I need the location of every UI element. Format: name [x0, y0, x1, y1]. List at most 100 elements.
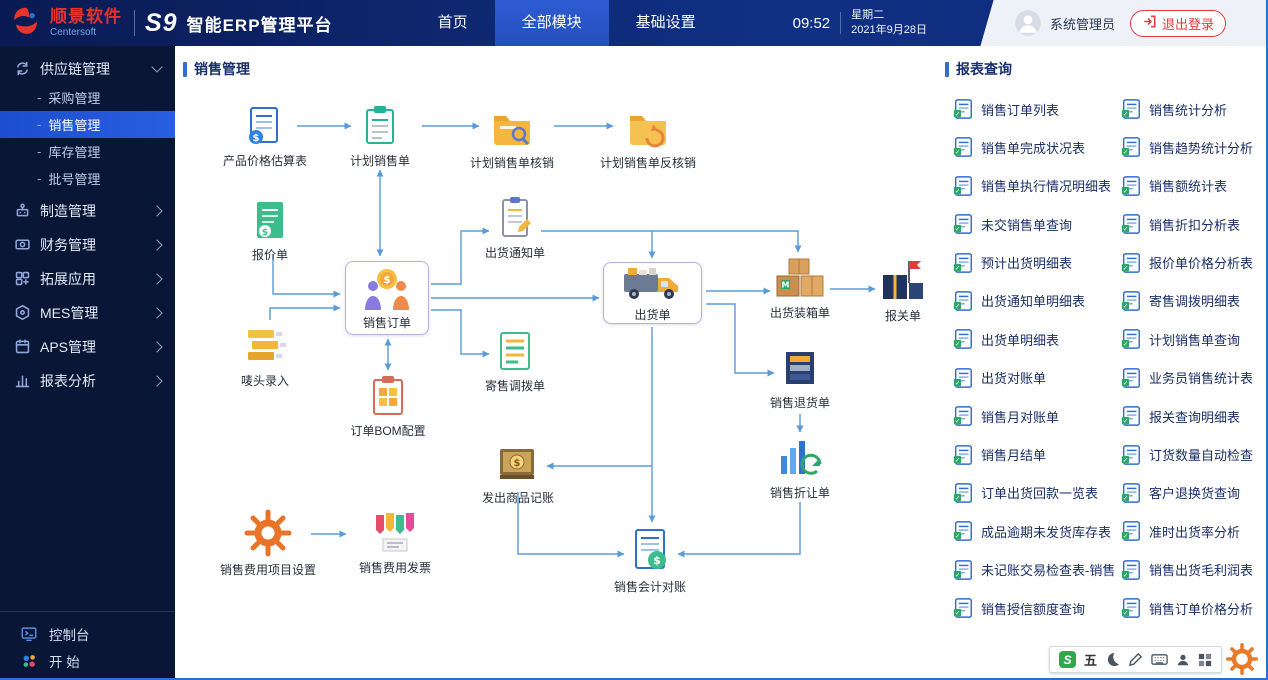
sidebar-group-supply-chain[interactable]: 供应链管理: [0, 53, 175, 84]
ime-pen-icon[interactable]: [1128, 652, 1143, 667]
report-doc-icon: ✓: [1120, 559, 1142, 581]
report-item[interactable]: ✓出货通知单明细表: [952, 290, 1120, 312]
flow-node-sales-allowance[interactable]: 销售折让单: [745, 436, 855, 501]
flow-node-sales-order[interactable]: $销售订单: [345, 261, 429, 335]
report-item[interactable]: ✓订货数量自动检查: [1120, 444, 1268, 466]
truck-icon: [621, 264, 685, 304]
ime-keyboard-icon[interactable]: [1151, 652, 1168, 667]
report-column-1: ✓销售订单列表 ✓销售单完成状况表 ✓销售单执行情况明细表 ✓未交销售单查询 ✓预计出货…: [952, 98, 1120, 635]
ime-user-icon[interactable]: [1176, 653, 1190, 667]
sidebar-group-aps[interactable]: APS管理: [0, 331, 175, 362]
flow-node-consignment-transfer[interactable]: 寄售调拨单: [460, 329, 570, 394]
sidebar-group-report-analysis[interactable]: 报表分析: [0, 365, 175, 396]
report-item[interactable]: ✓准时出货率分析: [1120, 520, 1268, 542]
footer-item-start[interactable]: 开 始: [0, 647, 175, 674]
report-item[interactable]: ✓报关查询明细表: [1120, 405, 1268, 427]
bom-config-icon: [366, 374, 410, 418]
sidebar-item-purchase[interactable]: 采购管理: [0, 84, 175, 111]
flow-node-shipment[interactable]: 出货单: [603, 262, 702, 324]
quote-icon: $: [248, 198, 292, 242]
brand: 顺景软件 Centersoft: [0, 5, 122, 42]
footer-item-console[interactable]: 控制台: [0, 620, 175, 647]
report-item[interactable]: ✓销售订单列表: [952, 98, 1120, 120]
clock: 09:52 星期二 2021年9月28日: [793, 8, 927, 39]
floating-settings-gear-icon[interactable]: [1226, 643, 1258, 675]
ship-notice-icon: [493, 196, 537, 240]
flow-arrow: [269, 304, 341, 320]
start-icon: [20, 652, 38, 670]
report-doc-icon: ✓: [952, 482, 974, 504]
flow-node-shipping-notice[interactable]: 出货通知单: [460, 196, 570, 261]
report-item[interactable]: ✓销售出货毛利润表: [1120, 559, 1268, 581]
flow-node-order-bom-config[interactable]: 订单BOM配置: [333, 374, 443, 439]
report-item[interactable]: ✓出货单明细表: [952, 328, 1120, 350]
sidebar-group-mes[interactable]: MES管理: [0, 297, 175, 328]
report-item[interactable]: ✓客户退换货查询: [1120, 482, 1268, 504]
reports-panel: 报表查询 ✓销售订单列表✓销售单完成状况表✓销售单执行情况明细表✓未交销售单查询…: [940, 46, 1268, 680]
svg-text:✓: ✓: [1123, 302, 1128, 310]
logout-button[interactable]: 退出登录: [1130, 9, 1227, 37]
sidebar-item-sales[interactable]: 销售管理: [0, 111, 175, 138]
ime-moon-icon[interactable]: [1105, 652, 1120, 667]
report-item[interactable]: ✓销售月对账单: [952, 405, 1120, 427]
sidebar-item-batch[interactable]: 批号管理: [0, 165, 175, 192]
report-item[interactable]: ✓计划销售单查询: [1120, 328, 1268, 350]
sidebar-group-manufacturing[interactable]: 制造管理: [0, 195, 175, 226]
flow-node-plan-sales-order[interactable]: 计划销售单: [325, 104, 435, 169]
report-column-2: ✓销售统计分析 ✓销售趋势统计分析 ✓销售额统计表 ✓销售折扣分析表 ✓报价单价格分析表…: [1120, 98, 1268, 635]
flow-node-plan-sales-unverify[interactable]: 计划销售单反核销: [593, 106, 703, 171]
flow-arrow: [677, 502, 801, 558]
report-item[interactable]: ✓订单出货回款一览表: [952, 482, 1120, 504]
report-item[interactable]: ✓销售统计分析: [1120, 98, 1268, 120]
flow-arrow: [431, 227, 490, 285]
flow-node-sales-expense-invoice[interactable]: 销售费用发票: [340, 511, 450, 576]
flow-node-quotation[interactable]: $报价单: [215, 198, 325, 263]
flow-node-goods-issued-ledger[interactable]: $发出商品记账: [463, 441, 573, 506]
report-item[interactable]: ✓销售单执行情况明细表: [952, 175, 1120, 197]
ime-sogou-logo[interactable]: S: [1058, 651, 1076, 668]
brand-divider: [134, 10, 135, 36]
supply-icon: [14, 60, 31, 77]
report-item[interactable]: ✓销售折扣分析表: [1120, 213, 1268, 235]
flow-node-shipping-mark-entry[interactable]: 唛头录入: [210, 324, 320, 389]
sidebar-group-extension[interactable]: 拓展应用: [0, 263, 175, 294]
report-item[interactable]: ✓销售额统计表: [1120, 175, 1268, 197]
flow-node-product-price-table[interactable]: $产品价格估算表: [210, 104, 320, 169]
report-item[interactable]: ✓销售授信额度查询: [952, 597, 1120, 619]
report-item[interactable]: ✓未记账交易检查表-销售: [952, 559, 1120, 581]
report-item[interactable]: ✓成品逾期未发货库存表: [952, 520, 1120, 542]
flow-node-sales-acct-reconcile[interactable]: $销售会计对账: [595, 526, 705, 595]
flow-node-customs-declaration[interactable]: 报关单: [848, 257, 958, 324]
report-item[interactable]: ✓销售趋势统计分析: [1120, 136, 1268, 158]
report-doc-icon: ✓: [952, 520, 974, 542]
report-item[interactable]: ✓出货对账单: [952, 367, 1120, 389]
report-item[interactable]: ✓寄售调拨明细表: [1120, 290, 1268, 312]
report-item[interactable]: ✓销售月结单: [952, 444, 1120, 466]
nav-item-basic-settings[interactable]: 基础设置: [635, 14, 696, 31]
svg-text:✓: ✓: [955, 263, 960, 271]
ime-grid-icon[interactable]: [1198, 653, 1212, 667]
nav-item-home[interactable]: 首页: [437, 14, 468, 31]
report-item[interactable]: ✓销售订单价格分析: [1120, 597, 1268, 619]
acct-recon-icon: $: [628, 526, 672, 574]
sidebar-group-finance[interactable]: 财务管理: [0, 229, 175, 260]
doc-price-icon: $: [243, 104, 287, 148]
ime-input-mode[interactable]: 五: [1083, 653, 1097, 668]
flow-section: 销售管理 $产品价格估算表计划销售单计划销售单核销计划销售单反核销$报价单$销售…: [175, 46, 943, 680]
nav-item-all-modules[interactable]: 全部模块: [494, 0, 609, 46]
report-item[interactable]: ✓未交销售单查询: [952, 213, 1120, 235]
flow-node-sales-expense-setting[interactable]: 销售费用项目设置: [213, 509, 323, 578]
report-item[interactable]: ✓报价单价格分析表: [1120, 252, 1268, 274]
flow-section-title: 销售管理: [183, 59, 250, 79]
sidebar-item-inventory[interactable]: 库存管理: [0, 138, 175, 165]
report-item[interactable]: ✓预计出货明细表: [952, 252, 1120, 274]
svg-text:$: $: [653, 554, 661, 567]
brand-name: 顺景软件: [50, 7, 122, 27]
report-item[interactable]: ✓业务员销售统计表: [1120, 367, 1268, 389]
svg-text:✓: ✓: [1123, 379, 1128, 387]
report-item[interactable]: ✓销售单完成状况表: [952, 136, 1120, 158]
flow-node-plan-sales-verify[interactable]: 计划销售单核销: [457, 106, 567, 171]
svg-text:✓: ✓: [1123, 609, 1128, 617]
flow-node-sales-return[interactable]: 销售退货单: [745, 346, 855, 411]
